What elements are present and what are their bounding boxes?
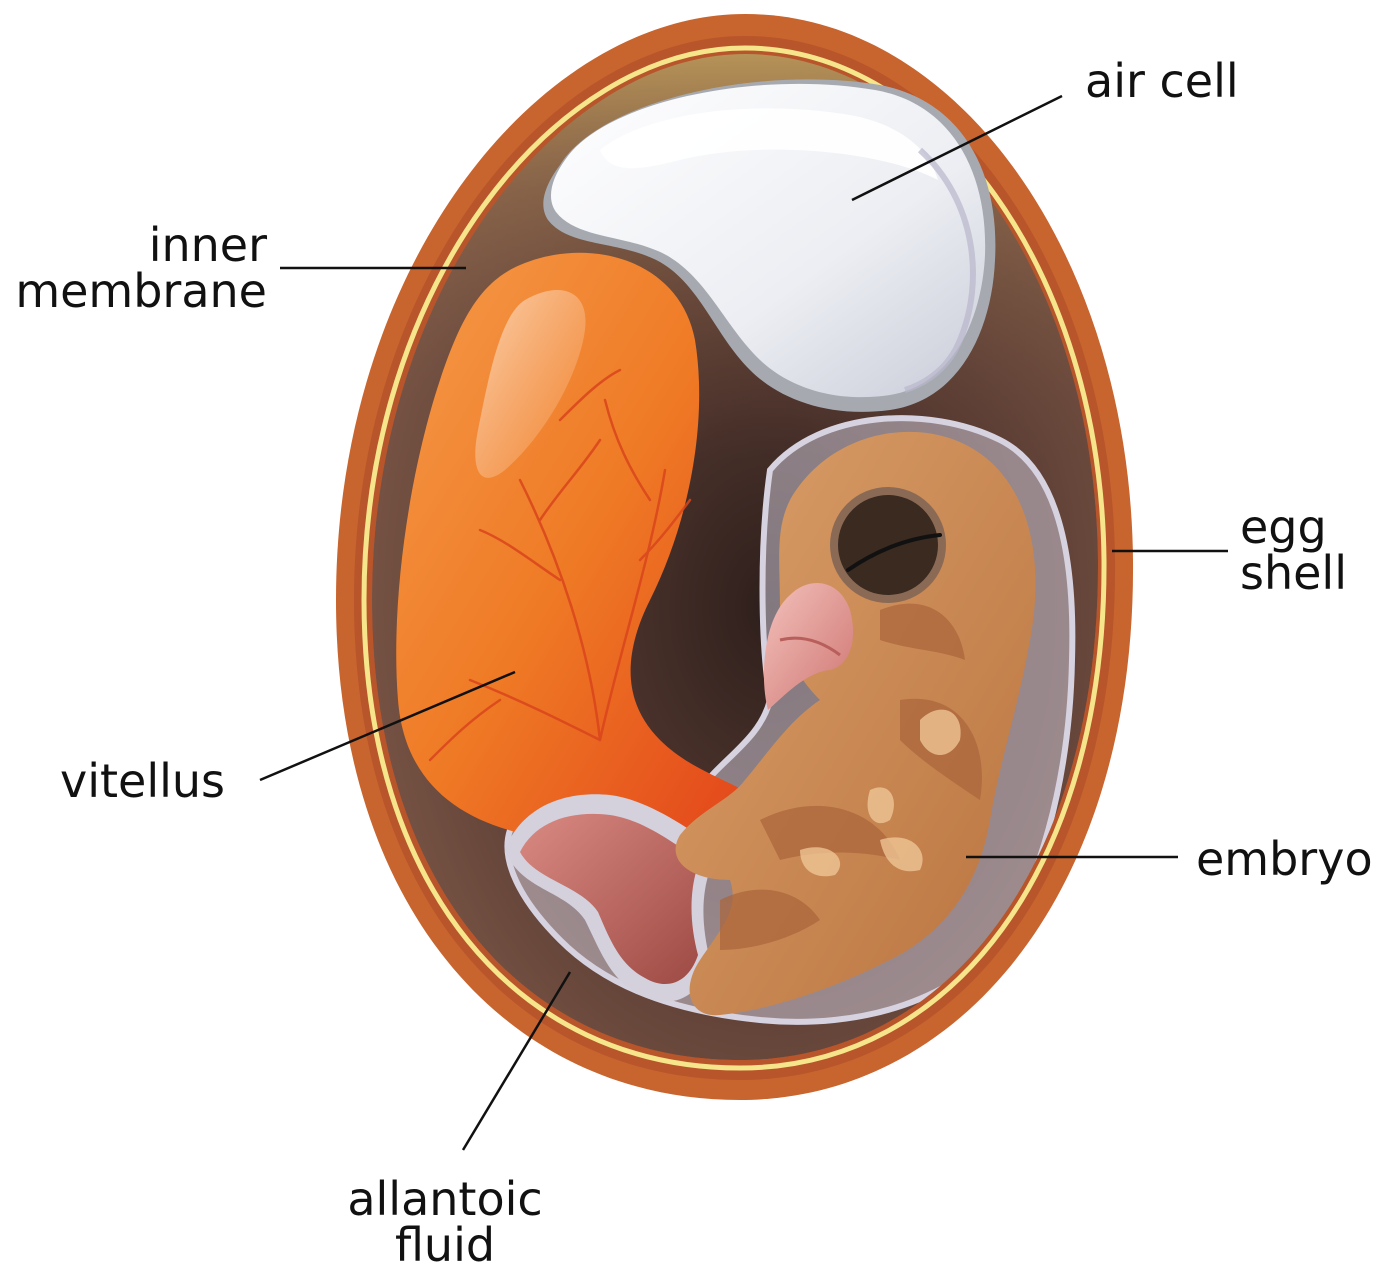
label-egg-shell-line-1: egg	[1240, 504, 1347, 550]
label-embryo-line-1: embryo	[1196, 836, 1373, 882]
label-vitellus-line-1: vitellus	[60, 758, 225, 804]
label-allantoic-fluid: allantoic fluid	[330, 1176, 560, 1268]
label-inner-membrane: inner membrane	[15, 222, 267, 314]
label-embryo: embryo	[1196, 836, 1373, 882]
label-air-cell-line-1: air cell	[1085, 58, 1239, 104]
label-inner-membrane-line-1: inner	[15, 222, 267, 268]
label-inner-membrane-line-2: membrane	[15, 268, 267, 314]
label-air-cell: air cell	[1085, 58, 1239, 104]
embryo-eye	[838, 495, 938, 595]
label-egg-shell: egg shell	[1240, 504, 1347, 596]
label-allantoic-fluid-line-2: fluid	[330, 1222, 560, 1268]
label-vitellus: vitellus	[60, 758, 225, 804]
label-egg-shell-line-2: shell	[1240, 550, 1347, 596]
label-allantoic-fluid-line-1: allantoic	[330, 1176, 560, 1222]
